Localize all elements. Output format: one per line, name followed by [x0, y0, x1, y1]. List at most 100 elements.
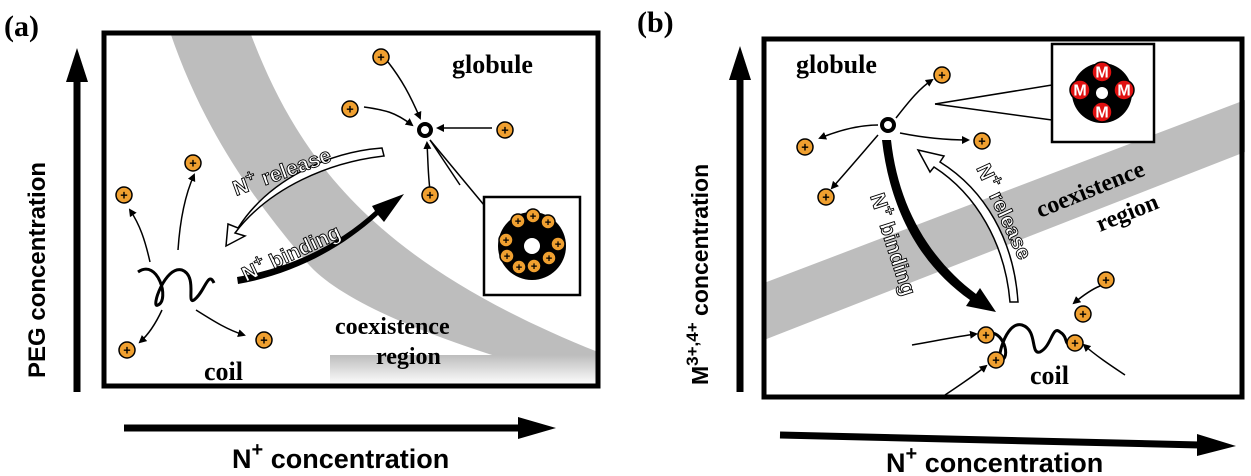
- panel-a-coexistence-band: [170, 32, 598, 385]
- panel-a: (a) PEG concentration N+ concentration g…: [4, 10, 601, 474]
- panel-b-label: (b): [637, 6, 674, 39]
- cation-icon: +: [973, 132, 991, 150]
- panel-b-release-arrow: [916, 148, 1019, 303]
- panel-a-x-axis-label: N+ concentration: [232, 439, 449, 474]
- panel-b-y-axis-arrowhead: [729, 46, 751, 80]
- panel-a-frame: [101, 30, 601, 389]
- panel-a-y-axis-label: PEG concentration: [24, 162, 51, 378]
- panel-a-label: (a): [4, 10, 39, 43]
- panel-a-coil-chain: [137, 267, 216, 307]
- panel-b-globule-label: globule: [796, 50, 877, 79]
- svg-text:+: +: [120, 187, 127, 202]
- svg-text:+: +: [426, 187, 433, 202]
- svg-text:+: +: [516, 262, 523, 274]
- svg-text:+: +: [530, 211, 537, 223]
- m-ion-icon: M: [1091, 101, 1113, 123]
- panel-b-binding-arrow: [882, 140, 996, 312]
- panel-a-y-axis-arrowhead: [66, 48, 88, 82]
- cation-icon: +: [540, 214, 556, 230]
- svg-text:+: +: [346, 101, 353, 116]
- cation-icon: +: [255, 331, 273, 349]
- cation-icon: +: [933, 66, 951, 84]
- svg-text:+: +: [545, 217, 552, 229]
- svg-text:+: +: [801, 139, 808, 154]
- m-ion-icon: M: [1091, 61, 1113, 83]
- cation-icon: +: [525, 208, 541, 224]
- panel-b-x-axis-label: N+ concentration: [886, 443, 1103, 476]
- m-ion-icon: M: [1069, 79, 1091, 101]
- svg-text:+: +: [189, 155, 196, 170]
- cation-icon: +: [1097, 271, 1115, 289]
- panel-a-coexistence-line2: region: [376, 344, 441, 370]
- svg-text:+: +: [1102, 272, 1109, 287]
- panel-a-inset-cations: +++++++++: [498, 208, 566, 275]
- svg-text:+: +: [938, 67, 945, 82]
- panel-a-coil-label: coil: [204, 357, 243, 386]
- svg-text:M: M: [1095, 105, 1108, 122]
- svg-text:+: +: [123, 342, 130, 357]
- panel-a-cations: + + + + + + + +: [115, 48, 514, 359]
- cation-icon: +: [1066, 334, 1084, 352]
- m-ion-icon: M: [1113, 79, 1135, 101]
- cation-icon: +: [510, 213, 526, 229]
- svg-text:+: +: [504, 251, 511, 263]
- cation-icon: +: [1074, 305, 1092, 323]
- cation-icon: +: [977, 326, 995, 344]
- panel-a-coexistence-line1: coexistence: [335, 314, 450, 340]
- cation-icon: +: [796, 138, 814, 156]
- cation-icon: +: [541, 250, 557, 266]
- svg-text:M: M: [1117, 83, 1130, 100]
- panel-b-cations: +++++++++: [796, 66, 1115, 369]
- svg-text:+: +: [377, 49, 384, 64]
- cation-icon: +: [499, 248, 515, 264]
- panel-a-release-arrow: [225, 147, 385, 248]
- cation-icon: +: [421, 186, 439, 204]
- panel-a-x-axis-arrowhead: [518, 417, 556, 439]
- panel-a-ion-arrows: [128, 61, 493, 344]
- panel-a-binding-arrow: [237, 194, 404, 284]
- cation-icon: +: [987, 351, 1005, 369]
- svg-text:M: M: [1095, 65, 1108, 82]
- svg-text:+: +: [982, 327, 989, 342]
- svg-text:+: +: [822, 189, 829, 204]
- panel-a-band-fade: [330, 355, 598, 385]
- svg-text:M: M: [1073, 83, 1086, 100]
- panel-b: (b) M3+,4+ concentration N+ concentratio…: [637, 6, 1245, 476]
- cation-icon: +: [372, 48, 390, 66]
- panel-b-coil-label: coil: [1030, 361, 1069, 390]
- panel-b-coexistence-band: [764, 100, 1245, 340]
- panel-b-ion-arrows: [818, 78, 1126, 396]
- cation-icon: +: [817, 188, 835, 206]
- cation-icon: +: [118, 341, 136, 359]
- svg-text:+: +: [1071, 335, 1078, 350]
- svg-text:+: +: [531, 261, 538, 273]
- cation-icon: +: [498, 232, 514, 248]
- panel-a-globule-label: globule: [452, 50, 533, 79]
- panel-b-y-axis-label: M3+,4+ concentration: [683, 164, 713, 385]
- svg-text:+: +: [992, 352, 999, 367]
- svg-text:+: +: [1079, 306, 1086, 321]
- panel-a-globule-marker: [417, 122, 433, 138]
- cation-icon: +: [511, 259, 527, 275]
- svg-text:+: +: [501, 122, 508, 137]
- panel-b-globule-marker: [880, 117, 896, 133]
- cation-icon: +: [184, 154, 202, 172]
- svg-text:+: +: [546, 253, 553, 265]
- cation-icon: +: [496, 121, 514, 139]
- svg-text:+: +: [503, 235, 510, 247]
- panel-b-x-axis-arrowhead: [1197, 434, 1236, 456]
- cation-icon: +: [526, 258, 542, 274]
- panel-b-x-axis-arrow: [779, 431, 1201, 449]
- panel-b-frame: [761, 36, 1245, 400]
- panel-a-inset: +++++++++: [429, 139, 582, 297]
- cation-icon: +: [341, 100, 359, 118]
- svg-text:+: +: [515, 216, 522, 228]
- cation-icon: +: [115, 186, 133, 204]
- svg-text:+: +: [260, 332, 267, 347]
- svg-text:+: +: [978, 133, 985, 148]
- svg-text:+: +: [555, 239, 562, 251]
